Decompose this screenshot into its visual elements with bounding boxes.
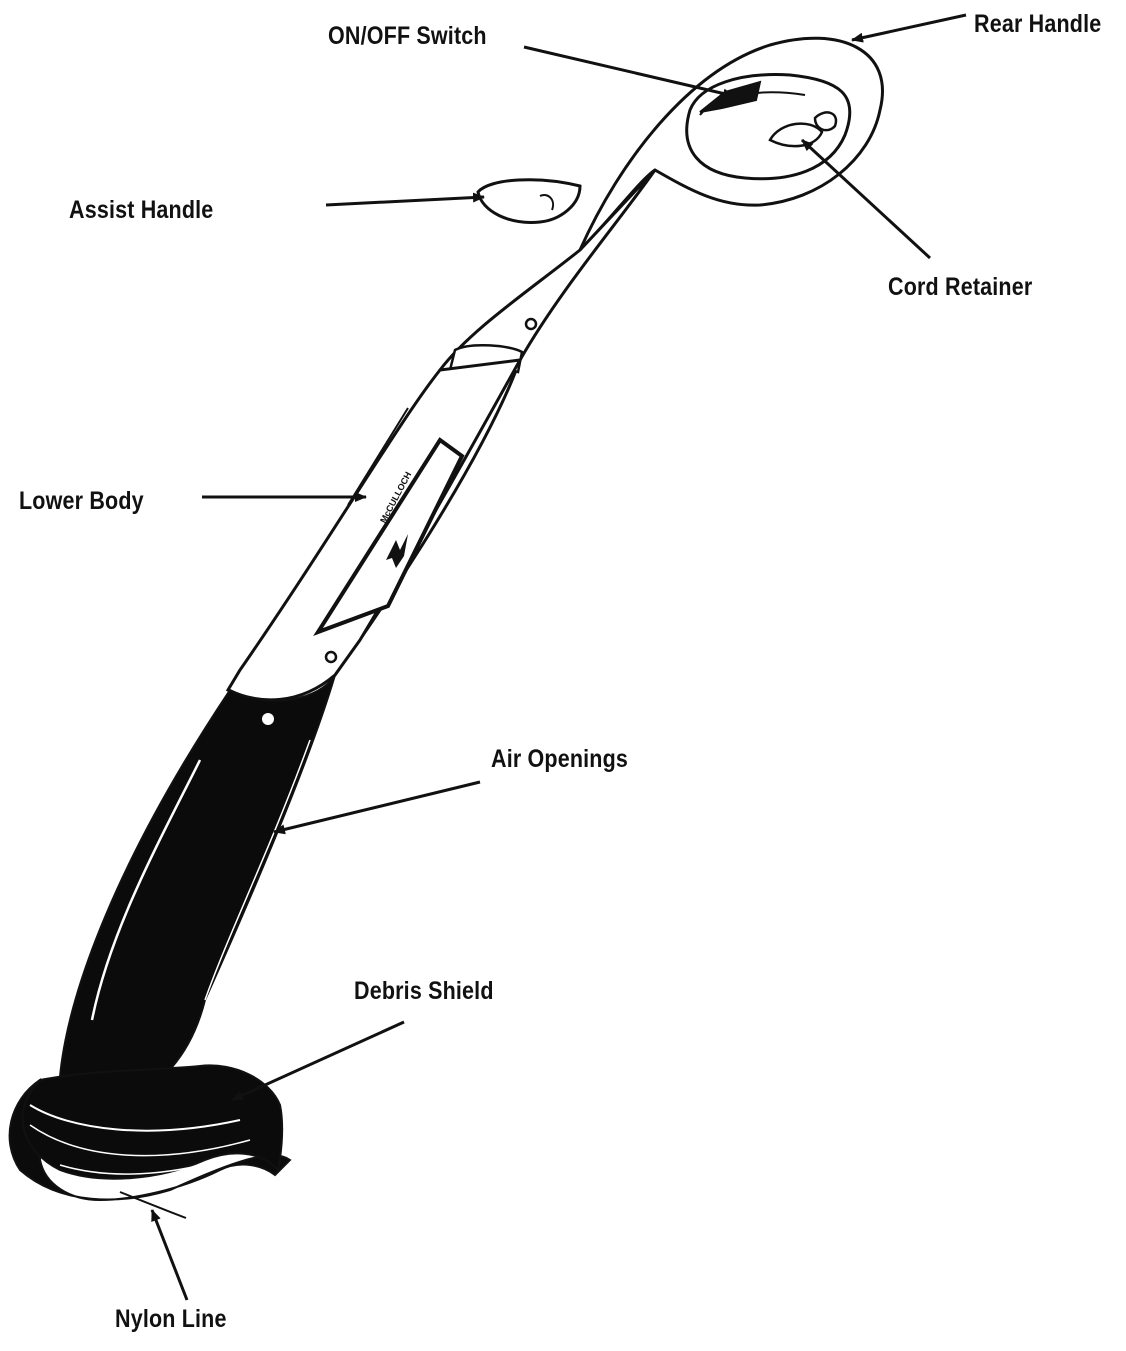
arrow-assist-handle (325, 192, 485, 207)
label-cord-retainer: Cord Retainer (888, 273, 1033, 301)
screw-lower (324, 650, 338, 664)
housing-hole (262, 713, 274, 725)
label-rear-handle: Rear Handle (974, 10, 1102, 38)
arrow-nylon-line (150, 1209, 189, 1301)
label-lower-body: Lower Body (19, 487, 144, 515)
nylon-line (119, 1191, 187, 1219)
logo-plate (313, 437, 465, 636)
debris-shield-guard (8, 1078, 292, 1202)
label-assist-handle: Assist Handle (69, 196, 214, 224)
leader-lines (150, 13, 967, 1301)
brand-mark (386, 534, 408, 568)
label-debris-shield: Debris Shield (354, 977, 494, 1005)
arrow-cord-retainer (800, 138, 932, 260)
screw-upper (524, 317, 538, 331)
label-nylon-line: Nylon Line (115, 1305, 227, 1333)
arrow-debris-shield (231, 1020, 405, 1102)
assist-handle (476, 178, 582, 224)
arrow-air-openings (273, 780, 481, 835)
label-air-openings: Air Openings (491, 745, 629, 773)
arrow-rear-handle (851, 13, 967, 43)
label-on-off-switch: ON/OFF Switch (328, 22, 487, 50)
motor-housing (58, 674, 336, 1122)
arrow-on-off-switch (523, 45, 735, 99)
lower-body (225, 358, 523, 702)
